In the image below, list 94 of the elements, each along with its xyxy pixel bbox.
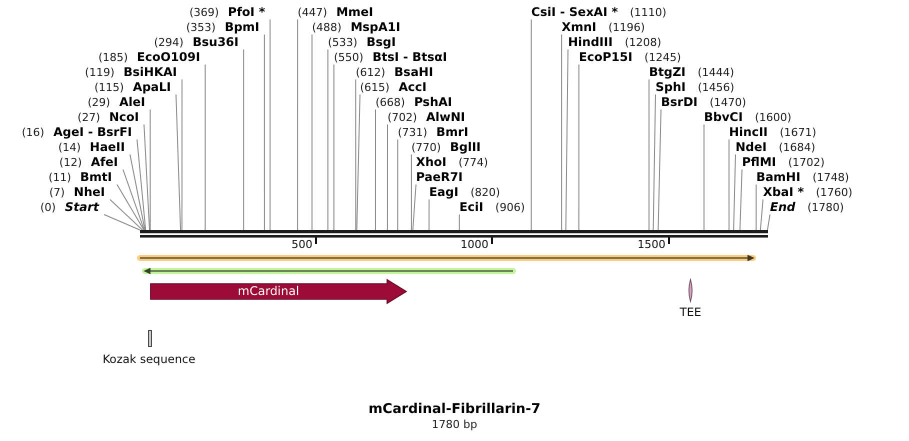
leader-line — [297, 19, 298, 230]
cut-site-label: (0) Start — [40, 200, 104, 214]
leader-line — [652, 94, 656, 230]
leader-line — [122, 169, 145, 230]
leader-line — [578, 64, 580, 230]
cut-site-label: CsiI - SexAI * (1110) — [531, 4, 666, 20]
leader-line — [116, 184, 144, 230]
cut-site-label: (185) EcoO109I — [98, 50, 206, 64]
cut-site-label: XbaI * (1760) — [763, 184, 852, 200]
leader-line — [110, 199, 143, 230]
leader-line — [756, 184, 757, 230]
cut-site-label: (11) BmtI — [48, 170, 117, 184]
leader-line — [243, 49, 244, 230]
leader-line — [648, 79, 650, 230]
cut-site-label: BsrDI (1470) — [661, 94, 746, 110]
leader-line — [264, 34, 265, 230]
cut-site-label: (369) PfoI * — [189, 4, 270, 20]
cut-site-label: (615) AccI — [360, 80, 427, 94]
cut-site-label: End (1780) — [770, 200, 844, 214]
leader-line — [428, 199, 430, 230]
cut-site-label: HindIII (1208) — [568, 34, 662, 50]
cut-site-label: (16) AgeI - BsrFI — [22, 124, 137, 140]
cut-site-label: EcoP15I (1245) — [578, 50, 681, 64]
cut-site-label: (668) PshAI — [376, 94, 452, 110]
cut-site-label: SphI (1456) — [656, 80, 734, 94]
leader-line — [204, 64, 206, 230]
leader-line — [312, 34, 313, 230]
cut-site-label: (550) BtsI - BtsαI — [334, 50, 448, 64]
tick-label: 1000 — [460, 238, 488, 251]
cut-site-label: HincII (1671) — [729, 124, 816, 140]
feature-marker — [148, 330, 152, 347]
cut-site-label: (702) AlwNI — [388, 110, 466, 124]
leader-line — [728, 139, 730, 230]
cut-site-label: BtgZI (1444) — [649, 64, 734, 80]
feature-marker — [687, 279, 694, 302]
tick-label: 500 — [292, 238, 312, 251]
cut-site-label: (353) BpmI — [186, 20, 264, 34]
gene-feature: mCardinal — [150, 279, 407, 304]
leader-line — [333, 64, 334, 230]
cut-site-label: (731) BmrI — [398, 124, 468, 140]
cut-site-label: (447) MmeI — [298, 4, 374, 20]
leader-line — [733, 154, 736, 230]
leader-line — [386, 124, 388, 230]
cut-site-label: NdeI (1684) — [736, 140, 816, 154]
leader-line — [374, 109, 376, 230]
cut-site-label: (770) BglII — [411, 140, 481, 154]
leader-line — [104, 214, 140, 230]
cut-site-label: (27) NcoI — [78, 110, 144, 124]
cut-site-label: (29) AleI — [88, 94, 150, 110]
sequence-backbone — [140, 230, 768, 238]
cut-site-label: PflMI (1702) — [742, 154, 825, 170]
cut-site-label: (14) HaeII — [58, 140, 130, 154]
cut-site-label: XhoI (774) PaeR7I — [416, 154, 488, 184]
leader-line — [410, 154, 412, 230]
leader-line — [412, 184, 416, 230]
leader-line — [144, 124, 150, 230]
leader-line — [565, 49, 568, 230]
leader-line — [658, 109, 662, 230]
leader-line — [561, 34, 562, 230]
feature-track — [137, 252, 756, 264]
tick-label: 1500 — [638, 238, 666, 251]
cut-site-label: (294) Bsu36I — [154, 34, 244, 50]
cut-site-label: EciI (906) — [459, 200, 525, 214]
leader-line — [181, 79, 182, 230]
sequence-length: 1780 bp — [430, 418, 478, 432]
leader-line — [458, 214, 460, 230]
cut-site-label: (115) ApaLI — [94, 80, 176, 94]
leader-line — [136, 139, 146, 230]
cut-site-label: XmnI (1196) — [562, 20, 645, 34]
feature-track — [142, 265, 516, 277]
cut-site-label: (488) MspA1I — [312, 20, 400, 34]
leader-line — [356, 94, 360, 230]
cut-site-label: (612) BsaHI — [356, 64, 434, 80]
leader-line — [150, 109, 151, 230]
cut-site-label: (119) BsiHKAI — [84, 64, 182, 80]
leader-line — [397, 139, 398, 230]
leader-line — [130, 154, 146, 230]
leader-line — [176, 94, 182, 230]
feature-label: TEE — [680, 305, 702, 319]
leader-line — [739, 169, 742, 230]
cut-site-label: BamHI (1748) — [756, 170, 850, 184]
leader-line — [760, 199, 764, 230]
cut-site-label: (12) AfeI — [59, 154, 123, 170]
feature-label: Kozak sequence — [102, 352, 196, 366]
leader-line — [327, 49, 328, 230]
leader-line — [530, 19, 532, 230]
leader-line — [766, 214, 770, 230]
cut-site-label: (533) BsgI — [328, 34, 396, 50]
cut-site-label: BbvCI (1600) — [704, 110, 792, 124]
leader-line — [355, 79, 356, 230]
leader-line — [270, 19, 271, 230]
cut-site-label: (7) NheI — [49, 184, 110, 200]
cut-site-label: EagI (820) — [429, 184, 500, 200]
map-title: mCardinal-Fibrillarin-7 — [367, 401, 542, 418]
